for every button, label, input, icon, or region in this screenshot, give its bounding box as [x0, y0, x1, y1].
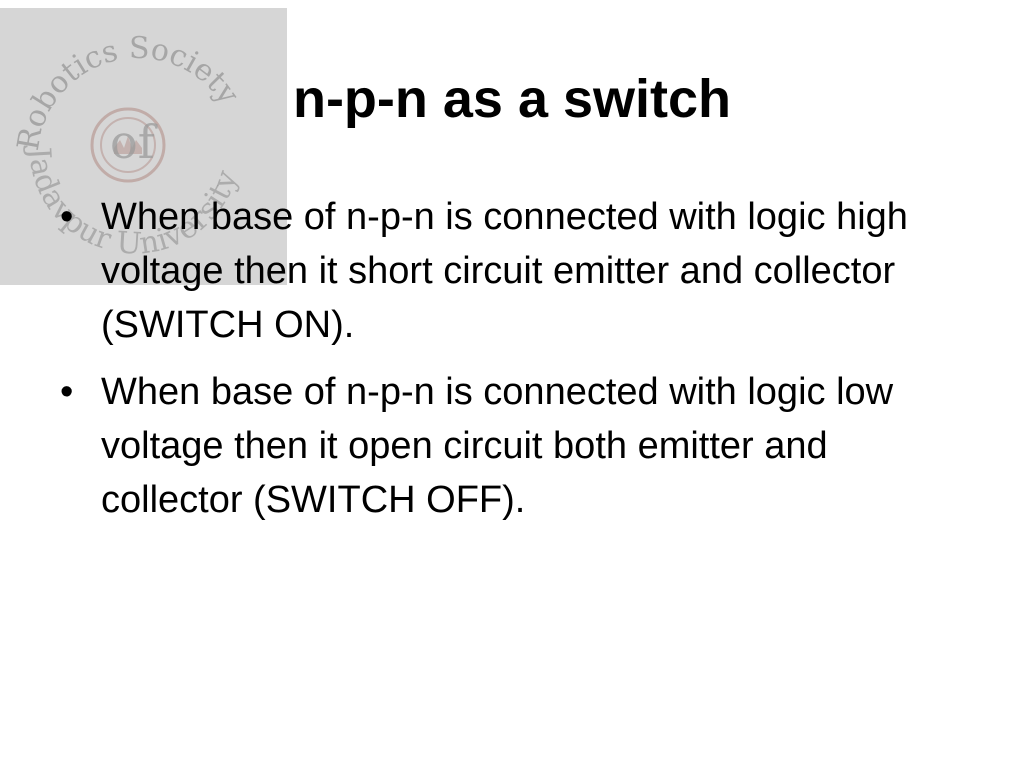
watermark-center-text: of: [110, 115, 158, 169]
seal-ring: [90, 107, 166, 183]
watermark-logo: Robotics Society Jadavpur University of: [0, 8, 287, 285]
bullet-dot-icon: •: [60, 371, 74, 413]
bullet-list: • When base of n-p-n is connected with l…: [60, 190, 960, 540]
bullet-text: When base of n-p-n is connected with log…: [101, 371, 894, 521]
bullet-item: • When base of n-p-n is connected with l…: [60, 190, 960, 352]
slide-title: n-p-n as a switch: [292, 69, 732, 129]
bullet-item: • When base of n-p-n is connected with l…: [60, 365, 960, 527]
seal-emblem-icon: Robotics Society Jadavpur University of: [11, 31, 246, 262]
seal-inner-ring: [100, 117, 156, 173]
crown-icon: [114, 136, 142, 154]
bullet-text: When base of n-p-n is connected with log…: [101, 196, 908, 346]
bullet-dot-icon: •: [60, 196, 74, 238]
